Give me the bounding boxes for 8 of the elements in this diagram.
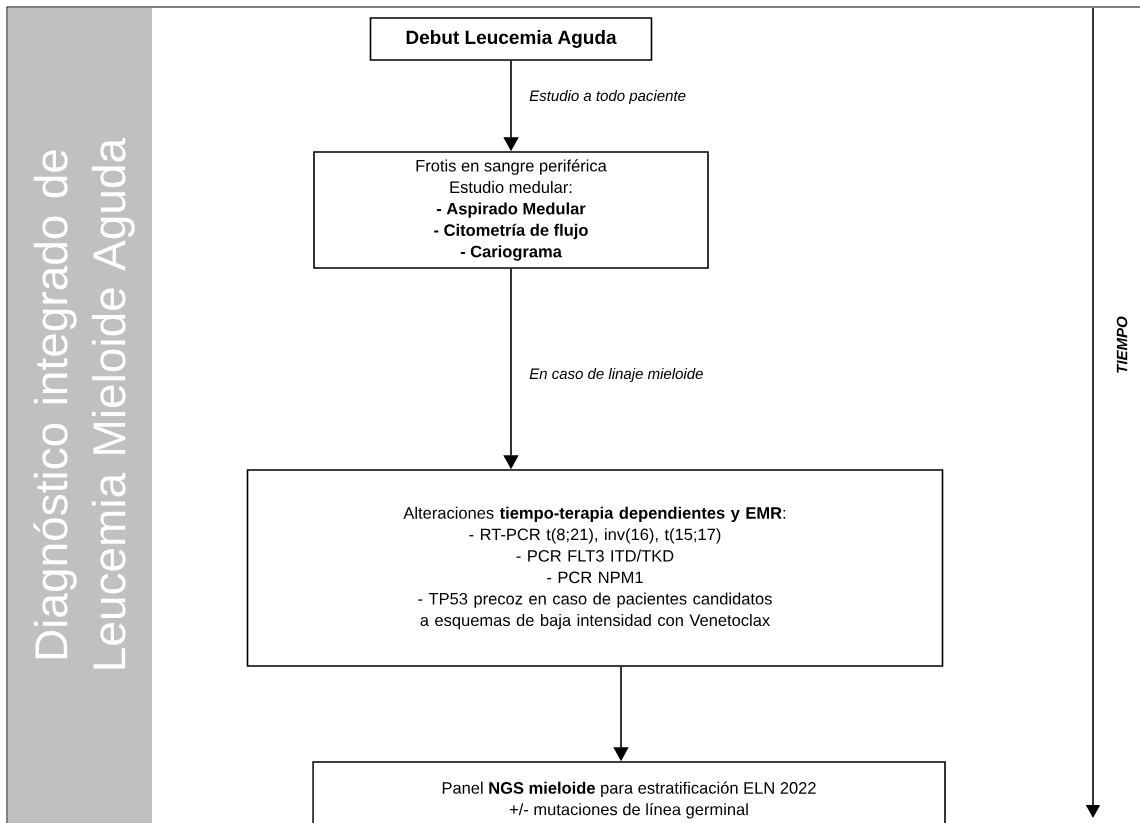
process-box: Frotis en sangre periférica Estudio medular: - Aspirado Medular - Citometría de flujo - Cariograma [313,151,709,269]
vertical-title: Diagnóstico integrado de Leucemia Mieloide Aguda [33,137,135,669]
edge-label: Estudio a todo paciente [528,89,687,105]
axis-label: TIEMPO [1116,316,1128,373]
process-box: Alteraciones tiempo-terapia dependientes y EMR: - RT-PCR t(8;21), inv(16), t(15;17) - PCR FLT3 ITD/TKD - PCR NPM1 - TP53 precoz en caso de pacientes candidatos a esquemas de baja intensidad con Venetoclax [246,469,944,667]
process-box: Debut Leucemia Aguda [369,17,653,61]
edge-label: En caso de linaje mieloide [528,367,705,383]
process-box: Panel NGS mieloide para estratificación ELN 2022 +/- mutaciones de línea germinal [312,761,946,823]
